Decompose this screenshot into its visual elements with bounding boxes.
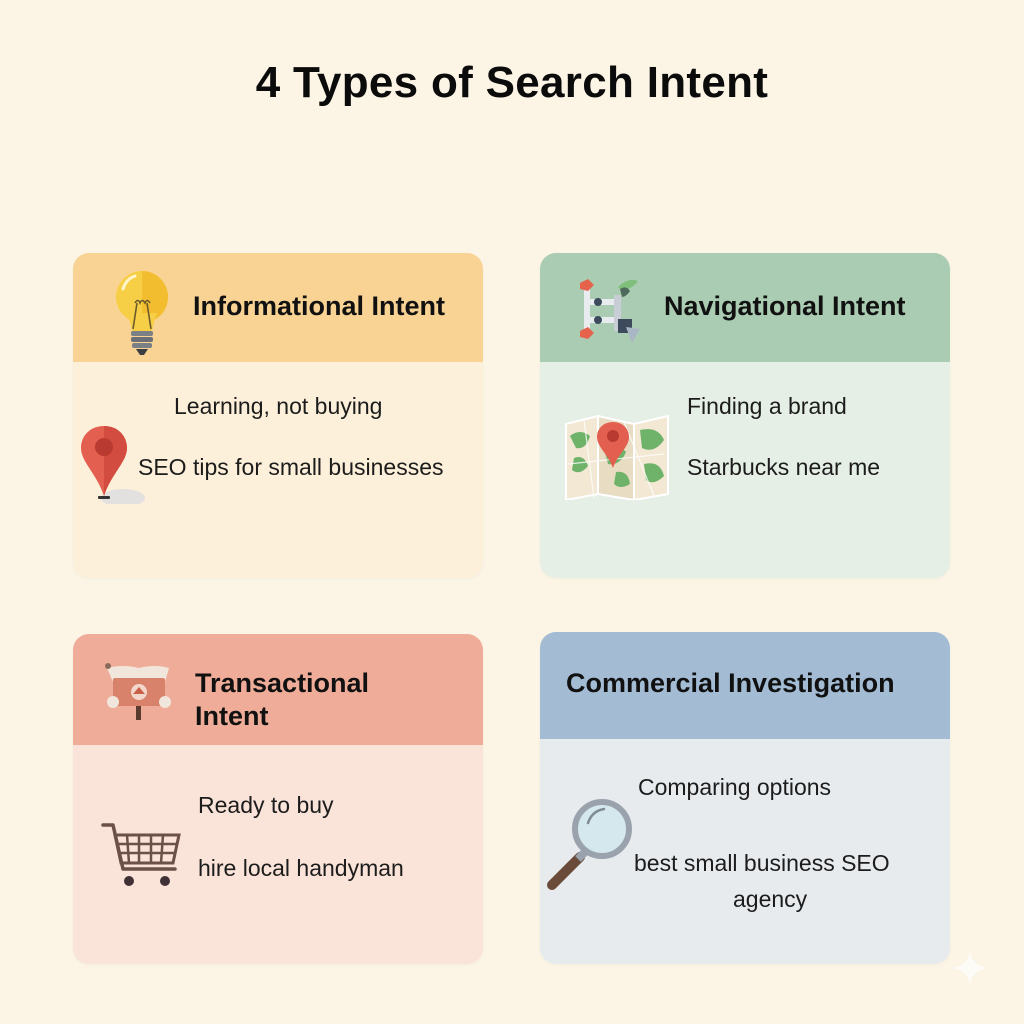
card-description: Learning, not buying <box>174 393 383 419</box>
card-example: hire local handyman <box>198 855 404 881</box>
card-header: Informational Intent <box>73 253 483 362</box>
card-heading: Informational Intent <box>193 291 445 321</box>
card-informational-intent: Informational Intent Learning, not buyin… <box>73 253 483 578</box>
page-title: 4 Types of Search Intent <box>255 58 769 107</box>
card-header: Commercial Investigation <box>540 632 950 739</box>
lightbulb-icon <box>116 271 168 355</box>
card-heading-line1: Transactional <box>195 668 370 698</box>
sparkle-icon <box>952 950 988 986</box>
card-description: Comparing options <box>638 774 832 800</box>
card-description: Finding a brand <box>687 393 847 419</box>
card-body: Ready to buy hire local handyman <box>73 745 483 964</box>
card-heading: Commercial Investigation <box>566 668 895 698</box>
card-example-line1: best small business SEO <box>634 850 890 876</box>
card-body: Learning, not buying SEO tips for small … <box>73 362 483 578</box>
card-example: SEO tips for small businesses <box>138 454 444 480</box>
card-header: Transactional Intent <box>73 634 483 745</box>
card-heading-line2: Intent <box>195 701 269 731</box>
card-example: Starbucks near me <box>687 454 881 480</box>
card-header: Navigational Intent <box>540 253 950 362</box>
signpost-icon <box>105 663 171 720</box>
network-nodes-icon <box>580 279 640 343</box>
magnifying-glass-icon <box>547 799 632 890</box>
card-body: Finding a brand Starbucks near me <box>540 362 950 578</box>
card-example-line2: agency <box>733 886 808 912</box>
card-transactional-intent: Transactional Intent Ready to buy hire l… <box>73 634 483 964</box>
card-description: Ready to buy <box>198 792 334 818</box>
folded-map-icon <box>565 414 669 500</box>
card-heading: Navigational Intent <box>664 291 906 321</box>
shopping-cart-icon <box>101 823 181 886</box>
map-pin-icon <box>81 426 145 504</box>
card-commercial-investigation: Commercial Investigation Comparing optio… <box>540 632 950 964</box>
card-navigational-intent: Navigational Intent Finding a brand Star… <box>540 253 950 578</box>
card-body: Comparing options best small business SE… <box>540 739 950 964</box>
